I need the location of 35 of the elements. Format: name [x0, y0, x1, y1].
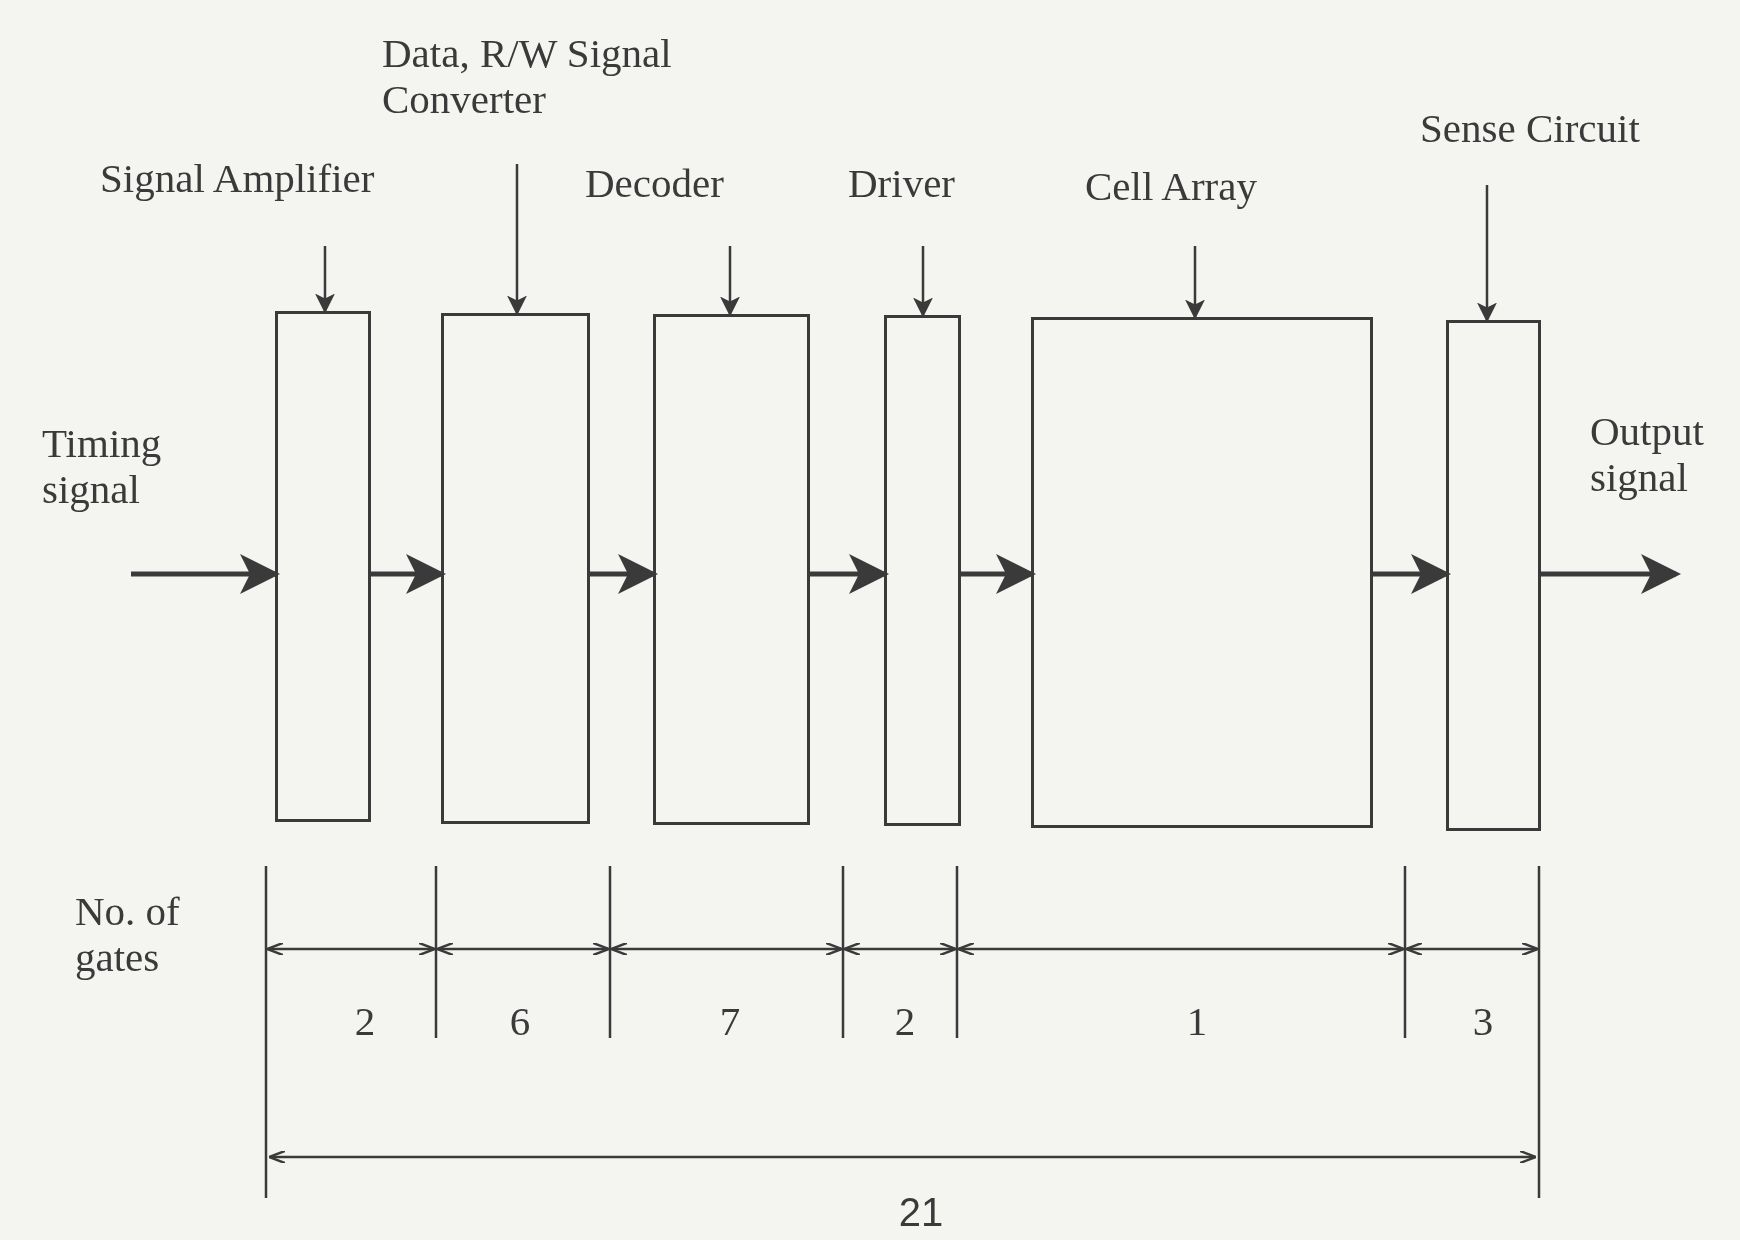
signal-arrow [590, 554, 658, 594]
block-label: Driver [848, 160, 955, 206]
signal-arrow [1373, 554, 1451, 594]
signal-arrow [961, 554, 1036, 594]
block-box [441, 313, 590, 824]
axis-label: No. of gates [75, 888, 181, 980]
leader-arrow [1185, 246, 1205, 320]
block-label: Cell Array [1085, 163, 1257, 209]
gate-count: 7 [719, 998, 741, 1044]
signal-arrow [131, 554, 280, 594]
gate-count: 6 [509, 998, 531, 1044]
leader-arrow [1477, 185, 1497, 323]
gate-count: 3 [1472, 998, 1494, 1044]
block-box [1446, 320, 1541, 831]
edge-label: Timing signal [42, 420, 163, 512]
gate-count: 1 [1186, 998, 1208, 1044]
gate-count-total: 21 [898, 1190, 944, 1234]
signal-arrow [1541, 554, 1681, 594]
leader-arrow [720, 246, 740, 317]
signal-arrow [371, 554, 446, 594]
block-box [884, 315, 961, 826]
gate-count: 2 [894, 998, 916, 1044]
block-label: Decoder [585, 160, 724, 206]
block-label: Data, R/W Signal Converter [382, 30, 673, 122]
signal-arrow [810, 554, 889, 594]
block-box [653, 314, 810, 825]
leader-arrow [507, 164, 527, 316]
block-label: Signal Amplifier [100, 155, 375, 201]
block-box [275, 311, 371, 822]
leader-arrow [913, 246, 933, 318]
block-box [1031, 317, 1373, 828]
gate-count: 2 [354, 998, 376, 1044]
leader-arrow [315, 246, 335, 314]
edge-label: Output signal [1590, 408, 1705, 500]
block-label: Sense Circuit [1420, 105, 1640, 151]
